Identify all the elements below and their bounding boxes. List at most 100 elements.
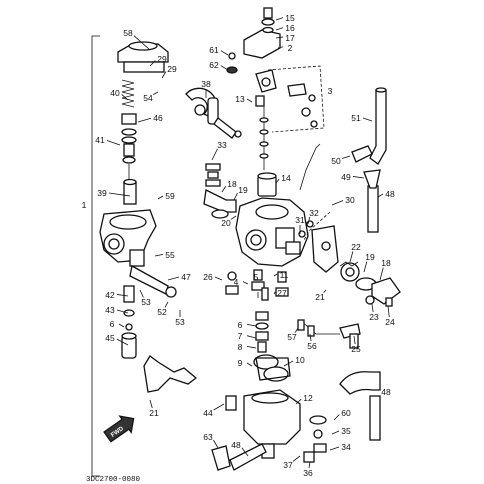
- callout-number: 17: [285, 33, 295, 43]
- callout-number: 32: [309, 208, 319, 218]
- callout-leader-line: [307, 216, 311, 225]
- callout-number: 19: [238, 185, 248, 195]
- callout-leader-line: [233, 192, 238, 201]
- callout-leader-line: [230, 215, 237, 220]
- callout-number: 29: [167, 64, 177, 74]
- callout-number: 39: [97, 188, 107, 198]
- part-callout: 51: [351, 113, 373, 123]
- callout-number: 4: [234, 277, 239, 287]
- callout-number: 7: [238, 331, 243, 341]
- callout-leader-line: [371, 303, 374, 313]
- part-callout: 58: [123, 28, 151, 51]
- callout-leader-line: [275, 27, 284, 31]
- float-bracket: [143, 355, 198, 393]
- callout-leader-line: [295, 398, 302, 405]
- callout-number: 12: [303, 393, 313, 403]
- callout-leader-line: [323, 289, 327, 293]
- callout-leader-line: [242, 281, 249, 285]
- callout-leader-line: [377, 193, 384, 198]
- part-callout: 52: [157, 301, 169, 317]
- carb-top-cap: [117, 41, 169, 73]
- callout-leader-line: [164, 301, 169, 308]
- group-bracket: [91, 35, 100, 477]
- callout-number: 46: [153, 113, 163, 123]
- callout-leader-line: [331, 200, 344, 206]
- callout-number: 11: [280, 270, 289, 280]
- callout-number: 45: [105, 333, 115, 343]
- pump-linkage-set: [255, 65, 325, 133]
- part-callout: 35: [331, 426, 351, 436]
- callout-leader-line: [362, 117, 373, 122]
- linkage-rod-38: [207, 97, 242, 139]
- part-callout: 37: [283, 455, 301, 470]
- pump-diaphragm-cover: [339, 261, 401, 307]
- part-callout: 38: [201, 79, 211, 98]
- callout-number: 23: [369, 312, 379, 322]
- part-callout: 57: [287, 327, 299, 342]
- callout-number: 36: [303, 468, 313, 478]
- callout-leader-line: [309, 333, 312, 342]
- part-callout: 6: [238, 320, 257, 330]
- callout-number: 20: [221, 218, 231, 228]
- callout-number: 52: [157, 307, 167, 317]
- callout-leader-line: [331, 430, 340, 435]
- part-callout: 23: [369, 303, 379, 322]
- callout-leader-line: [275, 178, 280, 184]
- part-callout: 56: [307, 333, 317, 351]
- callout-leader-line: [283, 360, 294, 367]
- callout-leader-line: [329, 446, 340, 451]
- part-callout: 61: [209, 45, 229, 56]
- part-callout: 4: [234, 277, 249, 287]
- callout-number: 62: [209, 60, 219, 70]
- part-callout: 40: [110, 88, 129, 101]
- part-callout: 34: [329, 442, 351, 452]
- callout-number: 3: [328, 86, 333, 96]
- part-callout: 13: [235, 94, 253, 104]
- callout-leader-line: [149, 399, 153, 409]
- callout-leader-line: [161, 71, 167, 79]
- callout-number: 49: [341, 172, 351, 182]
- callout-number: 48: [381, 387, 391, 397]
- callout-number: 47: [181, 272, 191, 282]
- part-callout: 25: [351, 335, 361, 354]
- part-callout: 22: [349, 242, 361, 263]
- callout-number: 29: [157, 54, 167, 64]
- float-bowl-12: [243, 389, 301, 459]
- part-callout: 7: [238, 331, 257, 341]
- part-callout: 44: [203, 403, 225, 418]
- callout-number: 34: [341, 442, 351, 452]
- callout-leader-line: [333, 414, 340, 421]
- part-callout: 48: [377, 189, 395, 199]
- callout-number: 18: [381, 258, 391, 268]
- callout-leader-line: [214, 276, 223, 281]
- part-callout: 16: [275, 23, 295, 33]
- callout-number: 5: [254, 272, 259, 282]
- callout-number: 1: [82, 200, 87, 210]
- callout-leader-line: [246, 362, 253, 367]
- callout-leader-line: [273, 273, 278, 277]
- callout-number: 14: [281, 173, 291, 183]
- callout-leader-line: [108, 192, 131, 197]
- callout-number: 13: [235, 94, 245, 104]
- part-callout: 27: [273, 288, 287, 298]
- callout-number: 30: [345, 195, 355, 205]
- callout-number: 60: [341, 408, 351, 418]
- part-callout: 14: [275, 173, 291, 184]
- callout-number: 50: [331, 156, 341, 166]
- callout-number: 19: [365, 252, 375, 262]
- part-callout: 1: [82, 200, 87, 210]
- part-callout: 17: [275, 33, 295, 43]
- part-callout: 43: [105, 305, 129, 315]
- callout-number: 35: [341, 426, 351, 436]
- overflow-hose-48-lower: [339, 371, 381, 441]
- callout-number: 53: [175, 317, 185, 327]
- callout-leader-line: [154, 253, 164, 257]
- part-callout: 11: [273, 270, 289, 280]
- callout-number: 56: [307, 341, 317, 351]
- part-callout: 42: [105, 290, 129, 300]
- part-callout: 41: [95, 135, 121, 146]
- throttle-shaft: [203, 189, 237, 219]
- jet-assembly: [225, 269, 340, 353]
- callout-number: 57: [287, 332, 297, 342]
- needle-holder: [121, 113, 137, 182]
